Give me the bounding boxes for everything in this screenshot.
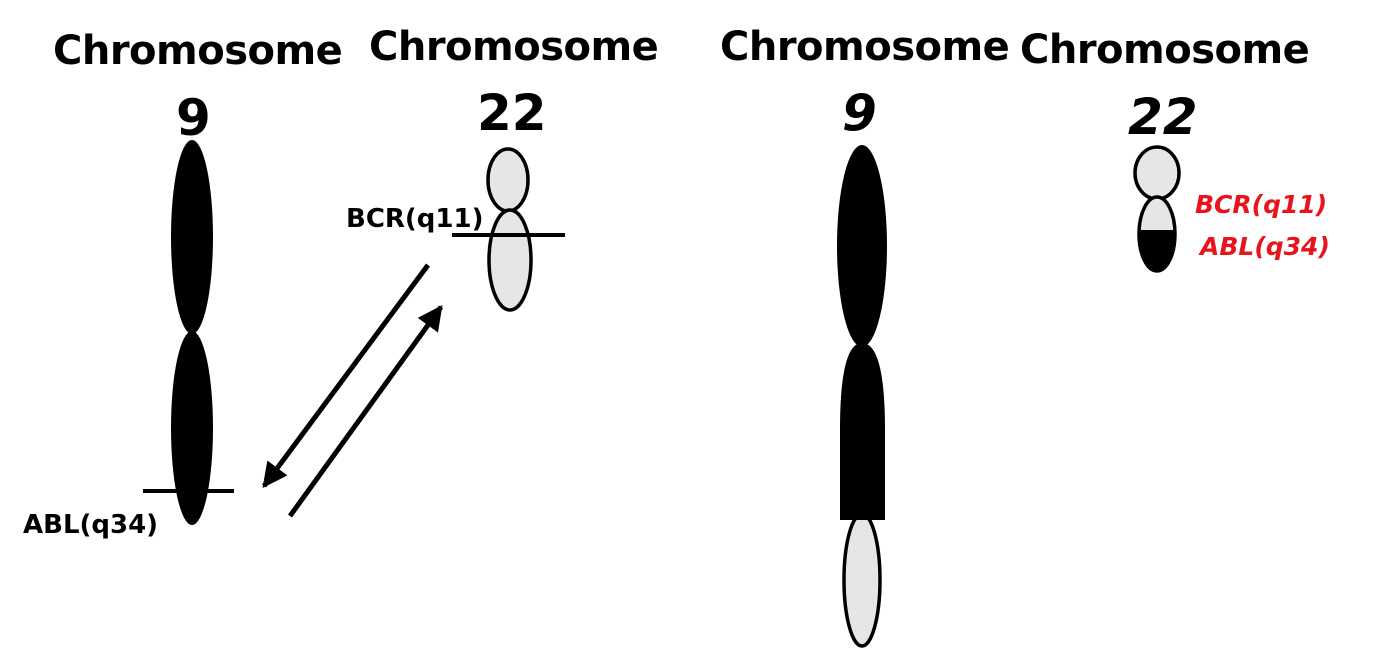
chr22-number: 22: [477, 84, 547, 142]
ph-p-arm: [1133, 145, 1181, 201]
ph-outline: [1137, 195, 1177, 273]
ph-bcr-label: BCR(q11): [1195, 190, 1328, 219]
chr9-title: Chromosome: [53, 28, 343, 74]
chr22-q-arm: [487, 208, 533, 312]
chr9-derivative: [837, 145, 887, 648]
bcr-gene-label: BCR(q11): [346, 204, 484, 234]
ph-abl-label: ABL(q34): [1200, 232, 1330, 261]
chr9-normal: [143, 140, 234, 525]
exchange-arrows: [261, 263, 444, 518]
der9-number: 9: [842, 84, 877, 142]
chr22-title: Chromosome: [369, 24, 659, 70]
chr22-normal: [452, 147, 565, 312]
ph-title: Chromosome: [1020, 27, 1310, 73]
abl-gene-label: ABL(q34): [23, 510, 159, 540]
chr9-number: 9: [176, 89, 211, 147]
der9-translocated-segment: [842, 512, 882, 648]
der9-p-arm: [837, 145, 887, 347]
ph-number: 22: [1128, 88, 1198, 146]
der9-q-arm: [840, 343, 885, 520]
der9-title: Chromosome: [720, 24, 1010, 70]
arrow-9-to-22: [287, 304, 444, 518]
chr22-philadelphia: [1133, 145, 1181, 273]
arrow-22-to-9: [261, 263, 431, 489]
chr9-q-arm: [171, 331, 213, 525]
chr9-p-arm: [171, 140, 213, 334]
chr22-p-arm: [486, 147, 530, 213]
